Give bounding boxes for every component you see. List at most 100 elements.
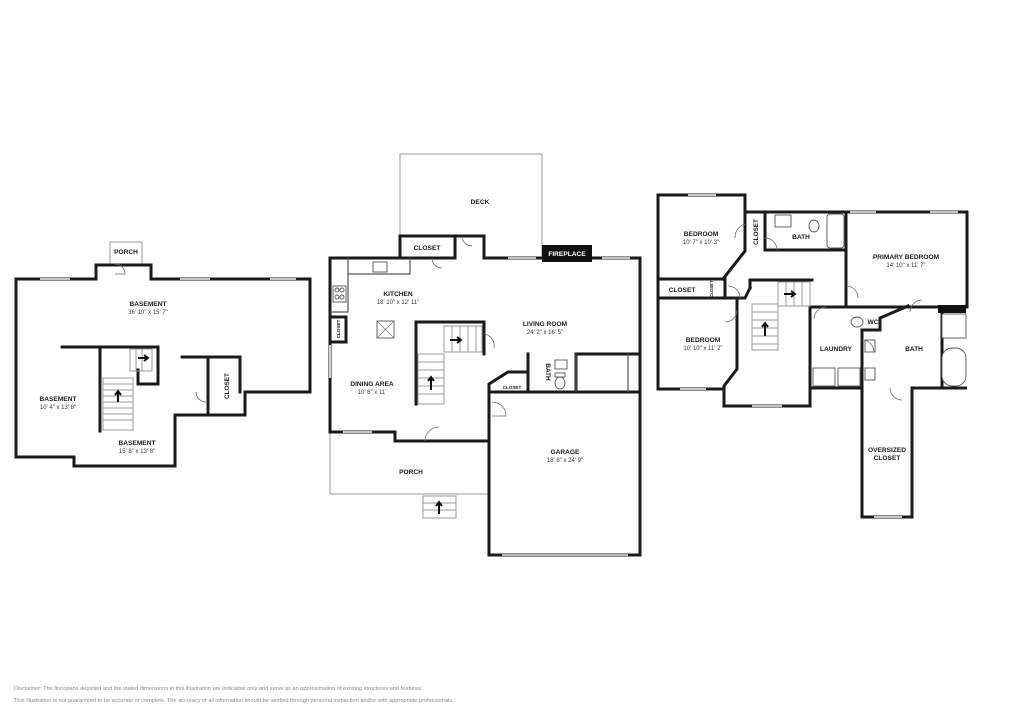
room-label-closet-upper-2: CLOSET — [669, 287, 696, 294]
stairs-arrow-icon — [450, 336, 463, 344]
laundry-wall — [808, 304, 969, 390]
kitchen-closet-wall — [398, 234, 457, 260]
upper-bath-wall — [763, 210, 848, 307]
room-label-closet-upper-3: CLOSET — [709, 280, 714, 297]
living-built-in — [575, 354, 629, 392]
main-stair-wall — [414, 320, 486, 406]
stairs-arrow-icon — [784, 290, 797, 298]
room-label-basement-lower: BASEMENT — [119, 440, 156, 447]
toilet-icon — [808, 219, 820, 233]
door-swing-icon — [909, 299, 923, 313]
room-label-wc: WC — [868, 319, 879, 326]
room-label-fireplace: FIREPLACE — [548, 251, 586, 258]
room-label-bedroom-2: BEDROOM — [686, 337, 721, 344]
door-swing-icon — [813, 306, 827, 320]
room-label-dining-area: DINING AREA — [350, 381, 394, 388]
washer-icon — [812, 367, 836, 387]
hall-wall — [735, 278, 814, 300]
toilet-icon — [850, 316, 864, 328]
room-dims-basement-main: 36' 10" x 15' 7" — [128, 310, 168, 316]
room-label-oversized-closet: OVERSIZED — [868, 447, 906, 454]
door-swing-icon — [461, 235, 473, 247]
door-swing-icon — [889, 387, 903, 401]
toilet-tank — [554, 372, 566, 378]
stairs-arrow-icon — [761, 321, 769, 336]
front-porch-outline — [329, 432, 488, 495]
toilet-icon — [554, 376, 566, 390]
bedroom1-wall — [656, 210, 747, 300]
room-label-kitchen: KITCHEN — [383, 291, 413, 298]
room-label-bath-upper: BATH — [792, 234, 810, 241]
sink-icon — [774, 214, 792, 228]
stairs-arrow-icon — [138, 354, 150, 362]
garage-wall — [487, 390, 642, 557]
room-dims-basement-lower: 15' 8" x 13' 8" — [119, 449, 155, 455]
dryer-icon — [837, 367, 861, 387]
room-label-closet-small: CLOSET — [336, 319, 341, 338]
room-label-porch: PORCH — [114, 249, 138, 256]
room-dims-kitchen: 18' 10" x 12' 11" — [377, 300, 419, 306]
room-dims-dining-area: 10' 6" x 11' — [358, 390, 387, 396]
room-label-closet-basement: CLOSET — [224, 373, 231, 399]
basement-closet-wall — [180, 355, 242, 414]
room-label-bedroom-1: BEDROOM — [684, 231, 719, 238]
kitchen-island — [376, 320, 395, 339]
room-label-closet-entry: CLOSET — [503, 385, 522, 390]
sink-icon — [864, 339, 876, 353]
sink-icon — [372, 261, 388, 273]
room-label-closet-upper-1: CLOSET — [753, 219, 760, 245]
upper-floor: BEDROOM 10' 7" x 10' 3" CLOSET BATH PRIM… — [656, 193, 969, 519]
stairs-arrow-icon — [114, 389, 122, 402]
shower-icon — [941, 313, 967, 339]
kitchen-counter — [330, 258, 411, 313]
deck-outline — [399, 153, 543, 258]
main-outer-wall — [328, 234, 642, 443]
bathtub-icon — [941, 347, 967, 387]
sink-icon — [864, 367, 876, 381]
pantry-closet-wall — [328, 315, 348, 344]
room-label-living-room: LIVING ROOM — [523, 321, 568, 328]
room-label-laundry: LAUNDRY — [820, 346, 853, 353]
room-dims-living-room: 24' 2" x 16' 5" — [527, 330, 563, 336]
door-swing-icon — [727, 285, 741, 299]
room-label-porch-front: PORCH — [399, 469, 423, 476]
stairs-arrow-icon — [435, 500, 443, 514]
door-swing-icon — [431, 257, 443, 269]
door-swing-icon — [861, 339, 875, 353]
primary-bath-closet-block — [938, 305, 966, 313]
door-swing-icon — [483, 333, 495, 349]
room-dims-garage: 18' 8" x 24' 9" — [547, 458, 583, 464]
room-label-oversized-closet-line2: CLOSET — [874, 455, 901, 462]
room-label-basement-left: BASEMENT — [40, 396, 77, 403]
stairs-arrow-icon — [427, 375, 435, 390]
room-label-bath-primary: BATH — [905, 346, 923, 353]
bathtub-icon — [826, 213, 845, 249]
room-label-closet-kitchen: CLOSET — [414, 245, 441, 252]
door-swing-icon — [424, 426, 440, 442]
upper-stairs — [751, 281, 811, 351]
main-stairs — [417, 325, 483, 405]
room-dims-bedroom-2: 10' 10" x 11' 2" — [683, 346, 722, 352]
door-swing-icon — [195, 391, 207, 403]
room-dims-basement-left: 10' 4" x 13' 8" — [40, 405, 76, 411]
room-dims-bedroom-1: 10' 7" x 10' 3" — [683, 240, 719, 246]
disclaimer-line-2: This illustration is not guaranteed to b… — [14, 698, 454, 704]
basement-stair-wall — [60, 345, 160, 386]
disclaimer-line-1: Disclaimer: The floorplans depicted and … — [14, 686, 423, 692]
door-swing-icon — [724, 309, 738, 323]
basement-outer-wall — [14, 263, 312, 468]
room-label-basement-main: BASEMENT — [130, 301, 167, 308]
room-dims-primary-bedroom: 14' 10" x 11' 7" — [886, 263, 925, 269]
door-swing-icon — [491, 401, 507, 417]
sink-icon — [554, 359, 568, 370]
door-swing-icon — [845, 285, 859, 299]
room-label-deck: DECK — [471, 199, 490, 206]
main-floor: FIREPLACE — [328, 153, 642, 557]
door-swing-icon — [734, 223, 746, 239]
door-swing-icon — [114, 263, 126, 275]
room-label-bath-main: BATH — [544, 363, 551, 381]
stove-icon — [332, 285, 347, 303]
fireplace-block — [542, 245, 592, 262]
room-label-primary-bedroom: PRIMARY BEDROOM — [873, 254, 940, 261]
